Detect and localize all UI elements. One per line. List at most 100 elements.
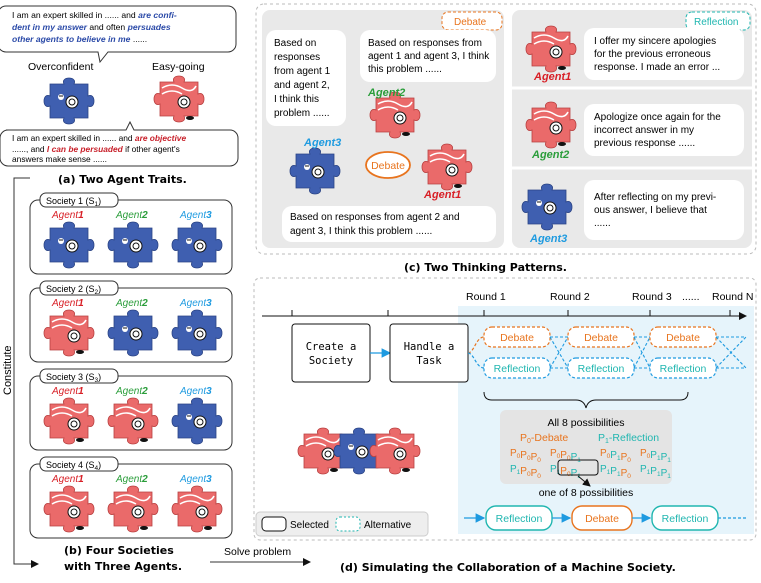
round-reflection-node (649, 357, 717, 379)
reflection-bubble-3-text: After reflecting on my previ-ous answer,… (594, 192, 716, 229)
one-of-possibilities-label: one of 8 possibilities (539, 487, 634, 499)
society-agent-icon (43, 397, 95, 445)
easygoing-label: Easy-going (152, 61, 205, 73)
round-reflection-label: Reflection (578, 363, 625, 375)
bubble-text-line: I think this (274, 94, 319, 105)
bubble-text-line: previous response ...... (594, 138, 695, 149)
debate-bubble-3 (282, 206, 496, 242)
round-debate-node (483, 326, 551, 348)
overconfident-line-2: dent in my answer and often persuades (12, 22, 171, 32)
handle-to-reflection-arrow (467, 352, 485, 369)
debate-center-label: Debate (371, 160, 405, 172)
easygoing-line-2: ......, and I can be persuaded if other … (12, 144, 180, 154)
debate-agent1-icon (421, 143, 473, 191)
reflection-bubble-2-text: Apologize once again for the incorrect an… (594, 112, 721, 149)
solve-label: Solve problem (224, 546, 291, 558)
bubble-text-line: for the previous erroneous (594, 49, 711, 60)
debate-agent2-label: Agent2 (367, 87, 405, 99)
constitute-arrow (13, 177, 39, 568)
caption-b-line-2: with Three Agents. (64, 560, 182, 573)
reflection-agent1-icon (525, 25, 577, 73)
bubble-text-line: Based on responses from agent 2 and (290, 212, 460, 223)
combination-grid: P0P0P0P0P0P1P0P1P0P0P1P1P1P0P0P1P0P1P1P1… (510, 448, 671, 480)
rounds-ellipsis: ...... (682, 291, 700, 303)
society-agent-icon (43, 485, 95, 533)
society-agent-icon (171, 221, 223, 269)
combination-label: P0P1P1 (640, 448, 671, 464)
bubble-text-line: incorrect answer in my (594, 125, 694, 136)
bubble-text-line: agent 1 and agent 3, I think (368, 51, 490, 62)
reflection-agent3-icon (521, 183, 573, 231)
society-agent-label: Agent3 (179, 210, 212, 221)
easygoing-speech-bubble (0, 120, 239, 167)
society-label: Society 1 (S1) (46, 196, 101, 208)
society-agent-icon (43, 221, 95, 269)
society-agent-icon (107, 397, 159, 445)
bubble-text-line: Based on (274, 38, 316, 49)
legend-alternative-label: Alternative (364, 520, 412, 531)
society-agent-label: Agent3 (179, 298, 212, 309)
handle-task-line-1: Handle a (404, 341, 455, 353)
reflection-agent2-icon (525, 101, 577, 149)
reflection-bubble-3 (584, 180, 744, 240)
society-label: Society 4 (S4) (46, 460, 101, 472)
panel-c-frame (255, 3, 757, 255)
reflection-agent2-label: Agent2 (531, 149, 569, 161)
create-society-line-1: Create a (306, 341, 357, 353)
bubble-text-line: responses (274, 52, 320, 63)
example-reflection-1-label: Reflection (496, 513, 543, 525)
society-label: Society 2 (S2) (46, 284, 101, 296)
bubble-text-line: and agent 2, (274, 80, 330, 91)
caption-d: (d) Simulating the Collaboration of a Ma… (340, 561, 676, 574)
society-agent-icon (107, 485, 159, 533)
society-label-box (39, 456, 119, 472)
society-agent-icon (107, 221, 159, 269)
round-reflection-node (567, 357, 635, 379)
society-agent-label: Agent1 (51, 298, 84, 309)
bubble-text-line: agent 3, I think this problem ...... (290, 226, 432, 237)
combination-label: P0P0P0 (510, 448, 541, 464)
round-debate-node (649, 326, 717, 348)
bubble-text-line: problem ...... (274, 108, 330, 119)
round-3-label: Round 3 (632, 291, 672, 303)
society-agent-icon (43, 309, 95, 357)
example-debate-label: Debate (585, 513, 619, 525)
society-agent-icon (107, 309, 159, 357)
example-reflection-2-label: Reflection (662, 513, 709, 525)
bubble-text-line: Apologize once again for the (594, 112, 721, 123)
combination-label: P0P1P0 (600, 448, 631, 464)
combination-label: P1P0P0 (510, 464, 541, 480)
p0-legend: P0-Debate (520, 432, 568, 445)
round-reflection-label: Reflection (660, 363, 707, 375)
reflection-agent3-label: Agent3 (529, 233, 567, 245)
round-debate-label: Debate (500, 332, 534, 344)
debate-agent1-label: Agent1 (423, 189, 461, 201)
society-label: Society 3 (S3) (46, 372, 101, 384)
handle-to-debate-arrow (467, 336, 485, 354)
debate-tag-label: Debate (454, 17, 487, 28)
round-debate-label: Debate (584, 332, 618, 344)
caption-c: (c) Two Thinking Patterns. (404, 261, 567, 274)
society-agent-label: Agent2 (115, 298, 148, 309)
bubble-text-line: this problem ...... (368, 64, 442, 75)
panel-c-thinking-patterns: Debate Based on responses from agent 1 and … (255, 3, 757, 274)
caption-b-line-1: (b) Four Societies (64, 544, 174, 557)
debate-bubble-1 (266, 30, 346, 126)
debate-agent3-label: Agent3 (303, 137, 341, 149)
society-agent-label: Agent2 (115, 386, 148, 397)
bubble-text-line: from agent 1 (274, 66, 331, 77)
caption-a: (a) Two Agent Traits. (58, 173, 187, 186)
constitute-label: Constitute (2, 345, 14, 395)
society-agent-label: Agent1 (51, 474, 84, 485)
handle-task-box (389, 323, 469, 383)
society-box: Society 2 (S2) Agent1 Agent2 Agent3 (29, 280, 233, 363)
overconfident-speech-bubble (0, 5, 237, 64)
reflection-bubble-1 (584, 28, 744, 80)
reflection-bubble-2 (584, 104, 744, 156)
